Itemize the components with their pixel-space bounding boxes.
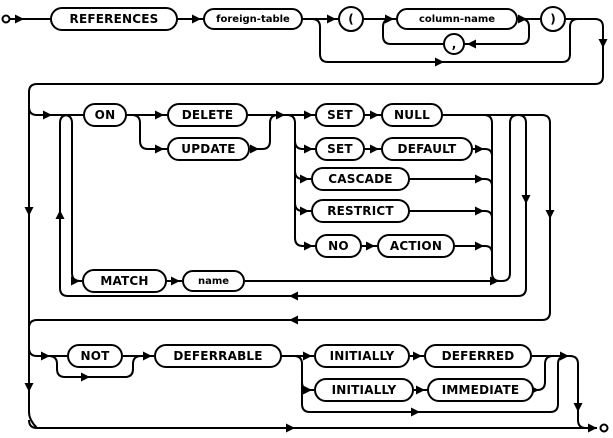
continue-rail bbox=[28, 114, 551, 329]
punct-comma: , bbox=[443, 33, 465, 55]
keyword-match: MATCH bbox=[82, 269, 167, 293]
keyword-deferred: DEFERRED bbox=[424, 344, 532, 368]
keyword-immediate: IMMEDIATE bbox=[427, 378, 534, 402]
keyword-not: NOT bbox=[67, 344, 123, 368]
nonterminal-column-name: column-name bbox=[396, 8, 518, 30]
keyword-restrict: RESTRICT bbox=[311, 199, 410, 223]
paren-bypass-rail bbox=[311, 18, 579, 63]
keyword-update: UPDATE bbox=[167, 137, 250, 161]
keyword-on: ON bbox=[83, 103, 127, 127]
punct-lparen: ( bbox=[338, 6, 364, 32]
keyword-set-default: SET bbox=[315, 137, 365, 161]
not-rail bbox=[28, 347, 424, 378]
main-rail bbox=[10, 18, 604, 429]
end-terminal-icon bbox=[599, 423, 609, 433]
keyword-initially-deferred: INITIALLY bbox=[314, 344, 410, 368]
keyword-references: REFERENCES bbox=[50, 7, 178, 31]
keyword-set-null: SET bbox=[315, 103, 365, 127]
nonterminal-name: name bbox=[182, 270, 245, 292]
on-branch-rail bbox=[127, 114, 315, 247]
arrowheads bbox=[15, 14, 608, 433]
keyword-no: NO bbox=[315, 234, 362, 258]
keyword-action: ACTION bbox=[377, 234, 455, 258]
keyword-delete: DELETE bbox=[167, 103, 248, 127]
nonterminal-foreign-table: foreign-table bbox=[203, 8, 303, 30]
keyword-null: NULL bbox=[381, 103, 443, 127]
on-entry-rail bbox=[28, 106, 83, 116]
keyword-default: DEFAULT bbox=[381, 137, 473, 161]
keyword-deferrable: DEFERRABLE bbox=[154, 344, 282, 368]
keyword-cascade: CASCADE bbox=[311, 167, 410, 191]
punct-rparen: ) bbox=[540, 6, 566, 32]
start-terminal-icon bbox=[1, 14, 11, 24]
keyword-initially-immediate: INITIALLY bbox=[314, 378, 414, 402]
